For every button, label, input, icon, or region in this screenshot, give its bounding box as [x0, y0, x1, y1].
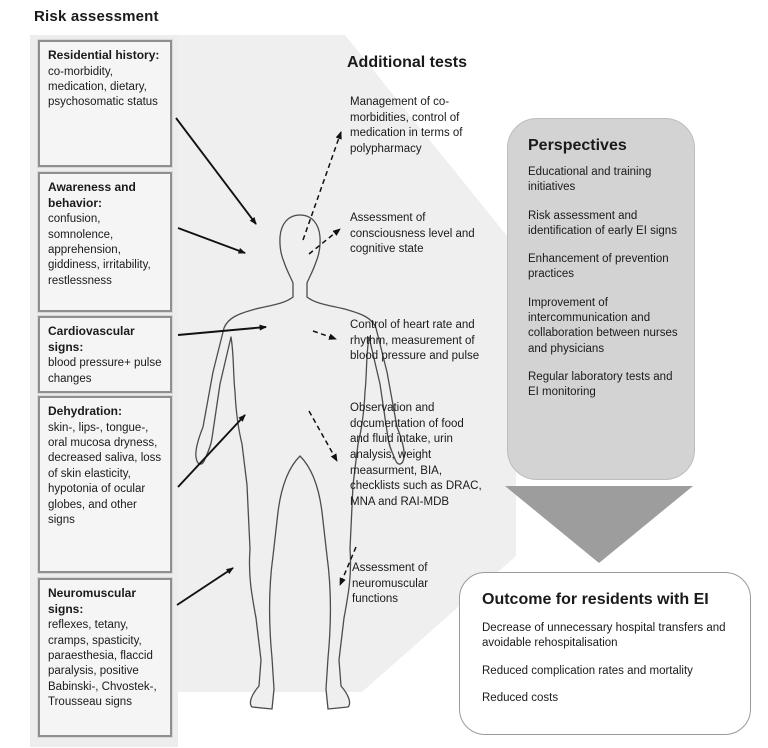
- risk-box-body: skin-, lips-, tongue-, oral mucosa dryne…: [48, 421, 162, 527]
- risk-box-title: Cardiovascular signs:: [48, 324, 135, 354]
- additional-test-item: Control of heart rate and rhythm, measur…: [350, 319, 480, 363]
- dashed-arrow-neurofunc: [339, 546, 357, 586]
- additional-test-item: Management of co-morbidities, control of…: [350, 96, 463, 155]
- additional-test-item: Assessment of consciousness level and co…: [350, 212, 475, 256]
- risk-box-title: Residential history:: [48, 48, 160, 62]
- solid-arrow-dehydration: [177, 414, 246, 488]
- risk-box-neuromuscular: Neuromuscular signs: reflexes, tetany, c…: [37, 577, 173, 738]
- page-title: Risk assessment: [34, 8, 159, 25]
- outcome-item: Decrease of unnecessary hospital transfe…: [482, 622, 726, 650]
- dashed-arrow-management: [302, 131, 342, 241]
- risk-box-body: confusion, somnolence, apprehension, gid…: [48, 213, 151, 287]
- outcome-heading: Outcome for residents with EI: [482, 591, 709, 608]
- down-triangle-icon: [505, 486, 693, 563]
- dashed-arrows: [302, 131, 357, 586]
- risk-box-dehydration: Dehydration: skin-, lips-, tongue-, oral…: [37, 395, 173, 574]
- risk-box-title: Neuromuscular signs:: [48, 586, 137, 616]
- outcome-item: Reduced complication rates and mortality: [482, 664, 693, 677]
- risk-box-cardiovascular: Cardiovascular signs: blood pressure+ pu…: [37, 315, 173, 394]
- solid-arrow-residential: [175, 117, 257, 225]
- additional-tests-heading: Additional tests: [347, 54, 468, 71]
- risk-box-awareness: Awareness and behavior: confusion, somno…: [37, 171, 173, 313]
- dashed-arrow-observation: [308, 410, 338, 462]
- perspectives-item: Regular laboratory tests and EI monitori…: [528, 370, 673, 399]
- additional-test-item: Assessment of neuromuscular functions: [352, 562, 429, 606]
- dashed-arrow-consciousness: [308, 228, 341, 255]
- solid-arrow-neuro: [176, 567, 234, 606]
- risk-box-title: Awareness and behavior:: [48, 180, 136, 210]
- outcome-item: Reduced costs: [482, 691, 559, 704]
- perspectives-item: Risk assessment and identification of ea…: [528, 209, 677, 237]
- risk-box-body: reflexes, tetany, cramps, spasticity, pa…: [48, 619, 157, 709]
- additional-test-item: Observation and documentation of food an…: [350, 402, 482, 508]
- solid-arrow-awareness: [177, 227, 246, 254]
- solid-arrow-cardio: [177, 324, 267, 336]
- risk-box-residential: Residential history: co-morbidity, medic…: [37, 39, 173, 168]
- dashed-arrow-heart: [312, 330, 337, 340]
- risk-box-title: Dehydration:: [48, 404, 123, 418]
- perspectives-heading: Perspectives: [528, 137, 627, 154]
- risk-box-body: blood pressure+ pulse changes: [48, 357, 162, 385]
- outcome-box: Outcome for residents with EI Decrease o…: [459, 572, 751, 735]
- perspectives-box: Perspectives Educational and training in…: [507, 118, 695, 480]
- perspectives-item: Improvement of intercommunication and co…: [528, 296, 678, 355]
- perspectives-item: Educational and training initiatives: [528, 166, 652, 194]
- body-outline: [195, 214, 405, 710]
- solid-arrows: [175, 117, 267, 606]
- risk-box-body: co-morbidity, medication, dietary, psych…: [48, 65, 158, 109]
- perspectives-item: Enhancement of prevention practices: [528, 253, 669, 281]
